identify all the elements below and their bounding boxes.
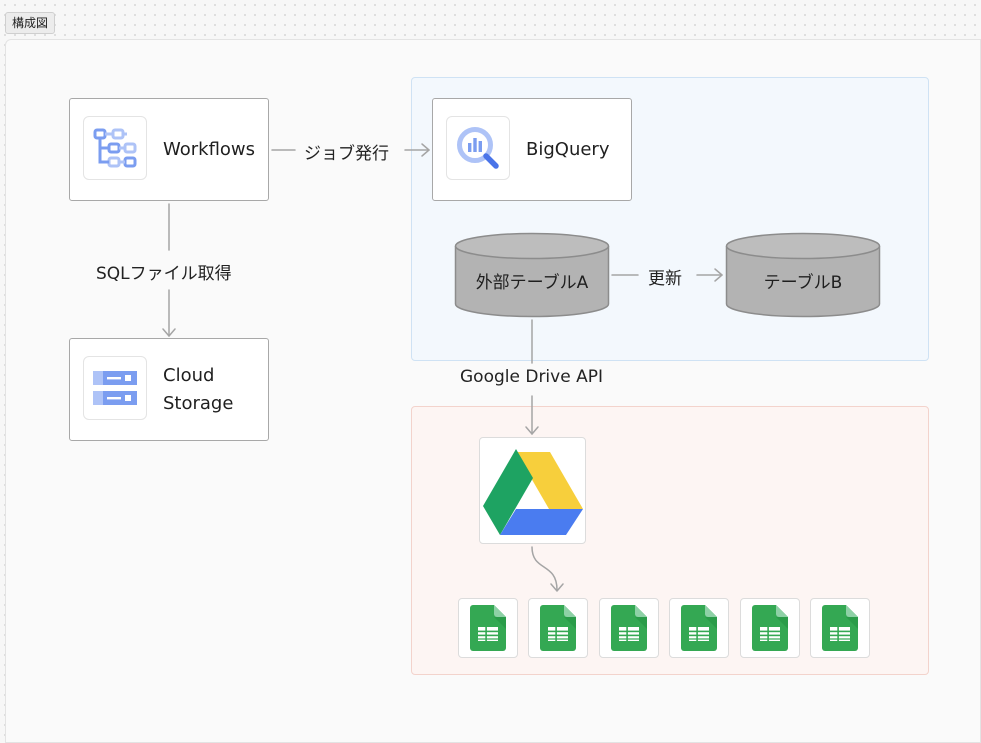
edge-label-job: ジョブ発行 [304, 144, 389, 164]
workflows-icon [83, 116, 147, 180]
edge-update-arrow [714, 268, 723, 282]
external-table-cylinder[interactable]: 外部テーブルA [454, 232, 610, 318]
edge-sql-arrow [162, 328, 176, 337]
google-sheets-icon [822, 605, 858, 651]
edge-label-drive-api: Google Drive API [460, 367, 603, 387]
google-sheets-file[interactable] [810, 598, 870, 658]
google-sheets-icon [752, 605, 788, 651]
table-b-cylinder[interactable]: テーブルB [725, 232, 881, 318]
bigquery-node[interactable]: BigQuery [432, 98, 632, 201]
google-drive-icon [482, 448, 583, 535]
workflows-node[interactable]: Workflows [69, 98, 269, 201]
google-sheets-file[interactable] [458, 598, 518, 658]
workflows-label: Workflows [163, 138, 256, 160]
google-sheets-icon [611, 605, 647, 651]
cloud-storage-icon [83, 356, 147, 420]
edge-api-arrow [525, 426, 539, 435]
google-sheets-icon [681, 605, 717, 651]
external-table-label: 外部テーブルA [475, 273, 589, 293]
google-sheets-icon [540, 605, 576, 651]
edge-job-arrow [421, 143, 430, 157]
google-drive-node[interactable] [479, 437, 586, 544]
google-sheets-file[interactable] [669, 598, 729, 658]
cloud-storage-label: Cloud Storage [163, 339, 233, 440]
cloud-storage-label-line1: Cloud [163, 364, 215, 386]
bigquery-icon [446, 116, 510, 180]
google-sheets-file[interactable] [740, 598, 800, 658]
cloud-storage-node[interactable]: Cloud Storage [69, 338, 269, 441]
table-b-label: テーブルB [763, 273, 843, 293]
diagram-tab[interactable]: 構成図 [5, 12, 56, 34]
google-sheets-icon [470, 605, 506, 651]
edge-drive-sheets [531, 546, 558, 591]
bigquery-label: BigQuery [526, 138, 610, 160]
cloud-storage-label-line2: Storage [163, 392, 234, 414]
edge-label-update: 更新 [648, 269, 682, 289]
google-sheets-file[interactable] [528, 598, 588, 658]
edge-label-sql: SQLファイル取得 [96, 264, 232, 284]
google-sheets-file[interactable] [599, 598, 659, 658]
edge-drive-sheets-arrow [550, 583, 564, 592]
